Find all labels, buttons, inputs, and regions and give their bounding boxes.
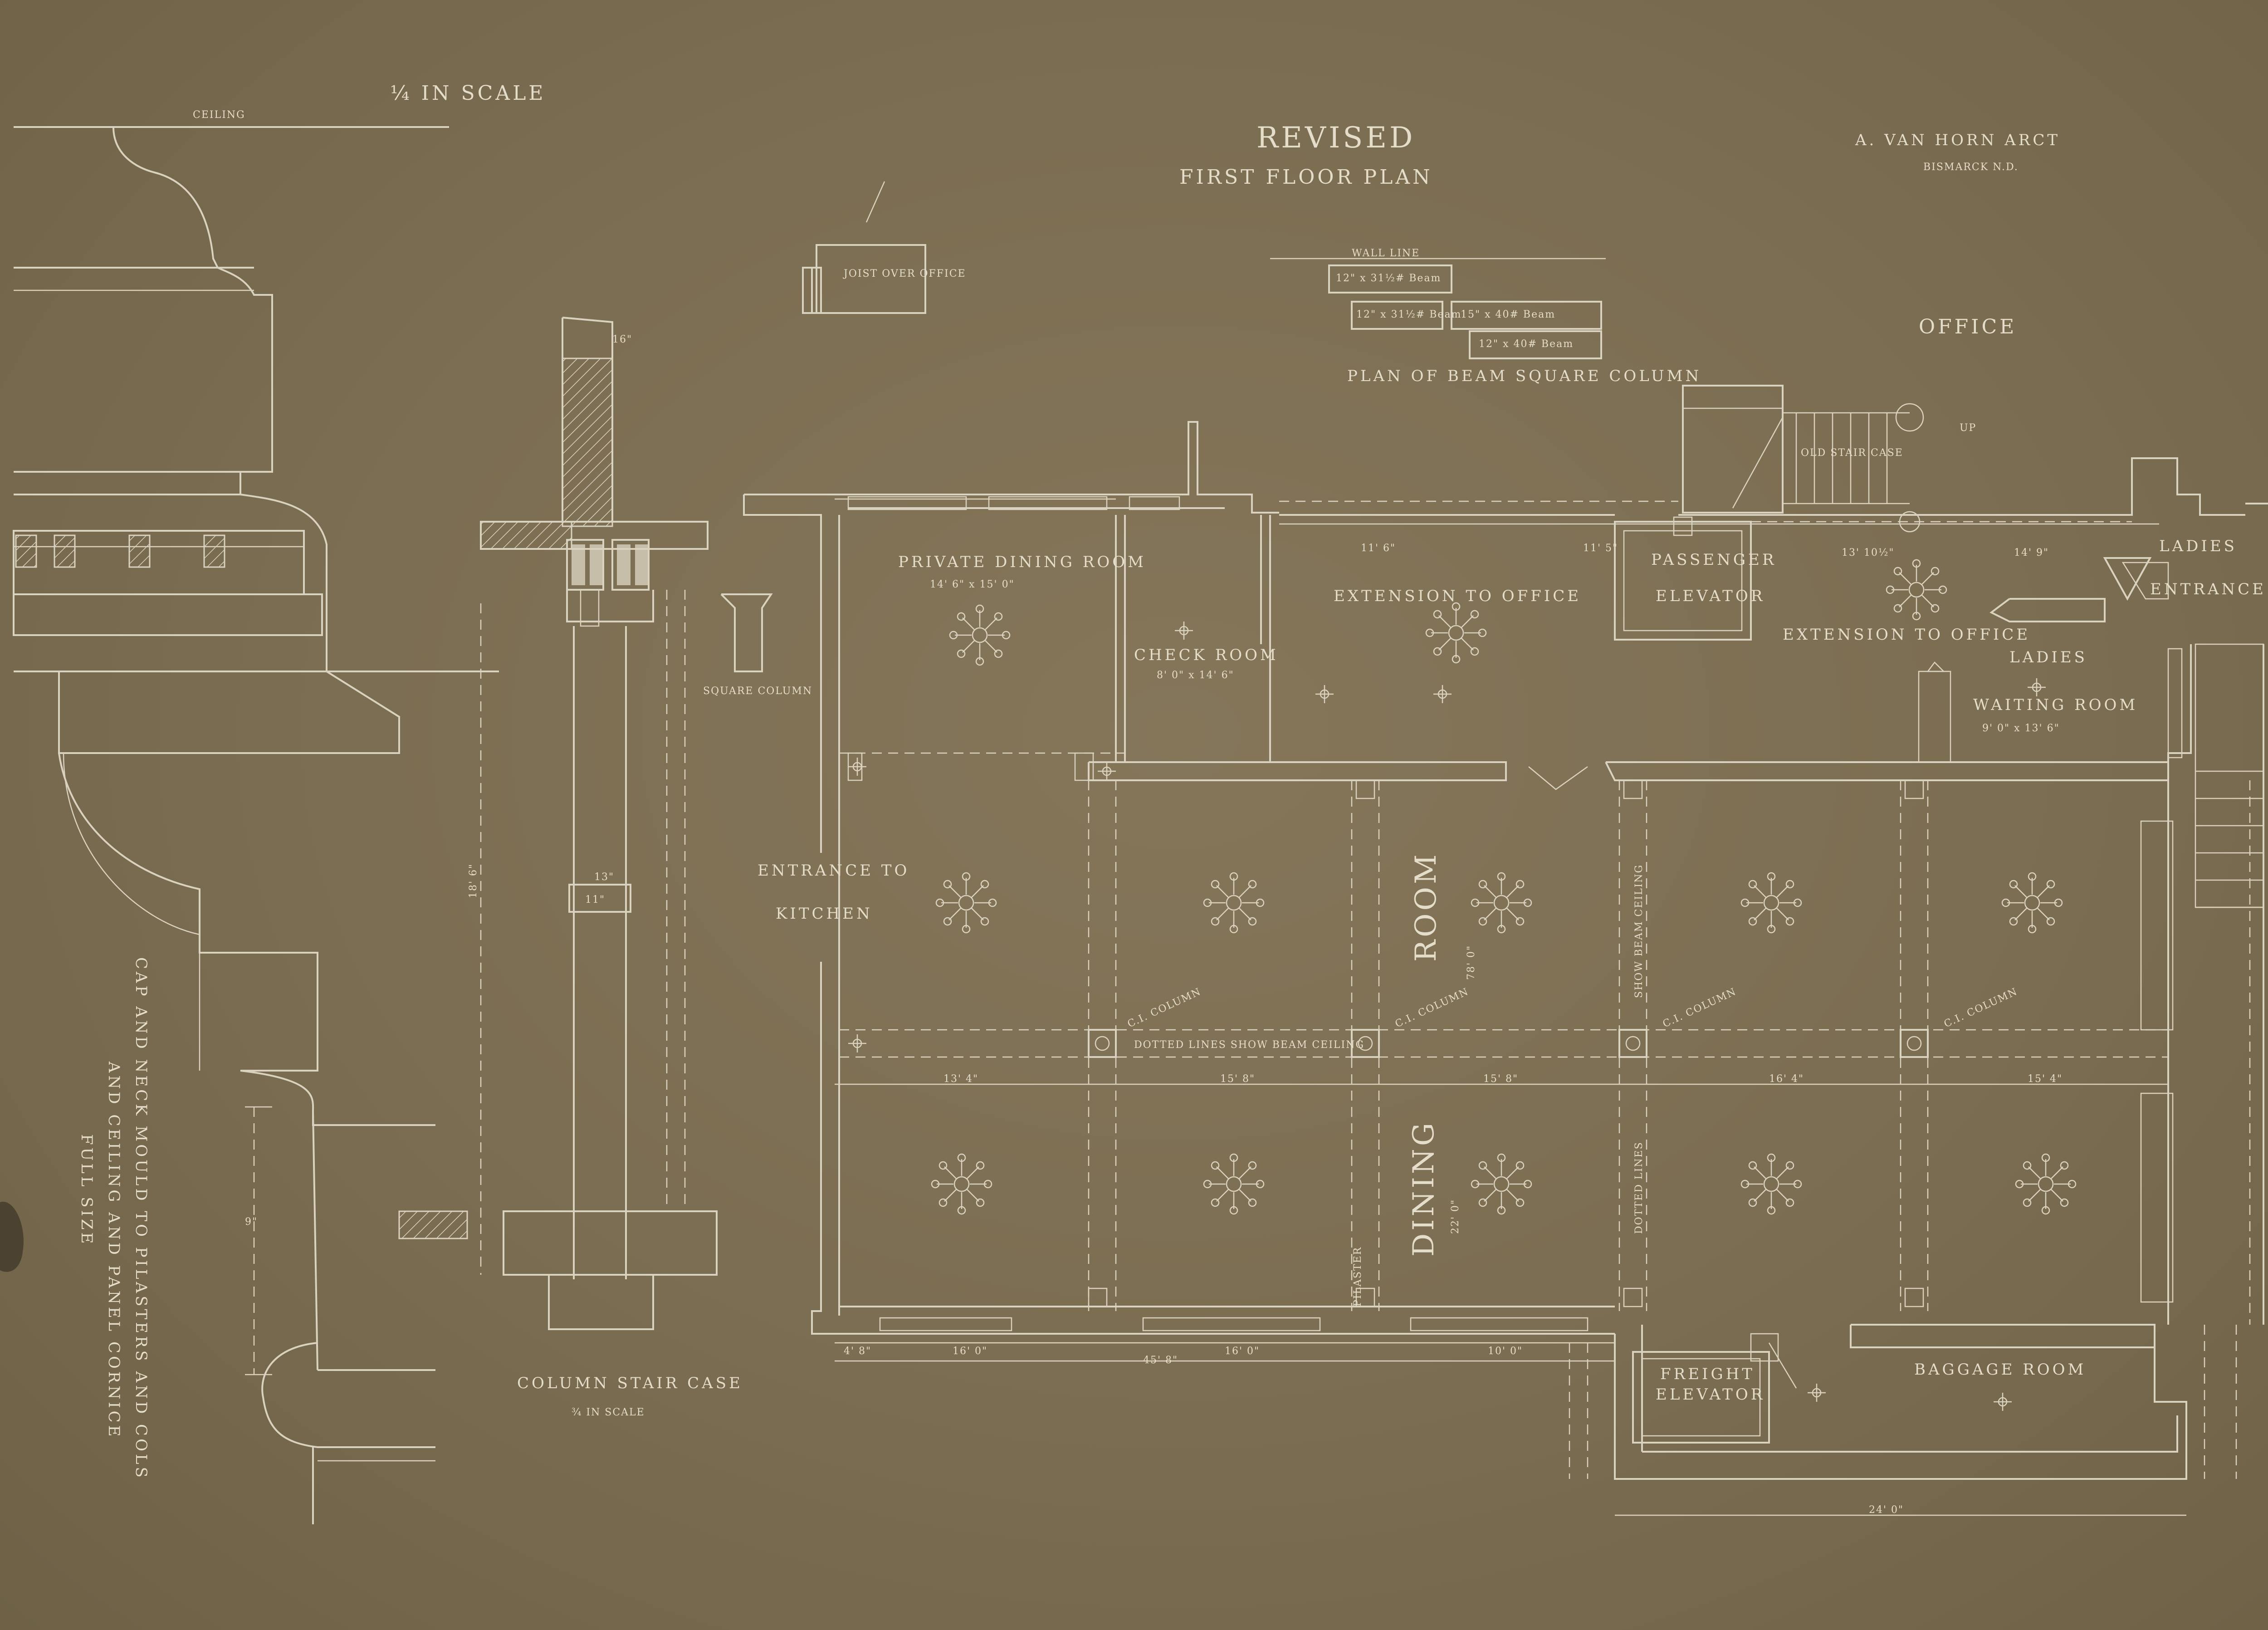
ceiling-label: CEILING [193, 109, 245, 121]
square-column-label: SQUARE COLUMN [703, 685, 812, 697]
dim-16: 16" [612, 334, 632, 345]
dim-column-note: 11" [585, 894, 605, 906]
beam-12x31b: 12" x 31½# Beam [1356, 309, 1461, 320]
ladies-waiting-dim: 9' 0" x 13' 6" [1982, 723, 2060, 734]
freight-elevator-label-1: FREIGHT [1660, 1365, 1755, 1383]
full-size-label: FULL SIZE [78, 1134, 96, 1246]
cornice-note-1: CAP AND NECK MOULD TO PILASTERS AND COLS [132, 957, 150, 1480]
up-label: UP [1960, 422, 1976, 434]
dining-dim-1: 22' 0" [1450, 1199, 1461, 1234]
freight-elevator-label-2: ELEVATOR [1656, 1385, 1765, 1404]
plan-of-beam: WALL LINE 12" x 31½# Beam 12" x 31½# Bea… [1270, 248, 1701, 385]
entrance-kitchen-label-1: ENTRANCE TO [758, 862, 909, 880]
three-quarter-scale-label: ¾ IN SCALE [572, 1407, 645, 1418]
dim-16-0: 16' 0" [953, 1346, 987, 1357]
extension-office-label-1: EXTENSION TO OFFICE [1334, 587, 1581, 605]
dining-dim-2: 78' 0" [1466, 945, 1477, 980]
joist-label-1: JOIST OVER OFFICE [843, 268, 966, 279]
dim-13-10: 13' 10½" [1842, 547, 1894, 558]
show-beam-ceiling-note: SHOW BEAM CEILING [1633, 864, 1645, 998]
check-room-label: CHECK ROOM [1134, 646, 1279, 664]
baggage-room-label: BAGGAGE ROOM [1914, 1361, 2086, 1379]
beam-12x31: 12" x 31½# Beam [1336, 273, 1441, 284]
ci-column-note-3: C.I. COLUMN [1661, 986, 1738, 1030]
dim-4-8: 4' 8" [844, 1346, 871, 1357]
joist-detail: JOIST OVER OFFICE [802, 181, 966, 314]
dim-13-4: 13' 4" [943, 1073, 978, 1085]
dotted-lines-beam-note: DOTTED LINES SHOW BEAM CEILING [1134, 1039, 1364, 1051]
room-label: ROOM [1409, 852, 1443, 962]
title-first-floor-plan: FIRST FLOOR PLAN [1179, 166, 1433, 189]
square-column-detail: SQUARE COLUMN [703, 593, 812, 697]
dim-15-4: 15' 4" [2028, 1073, 2063, 1085]
dotted-lines-note: DOTTED LINES [1633, 1141, 1645, 1234]
dim-10-0: 10' 0" [1488, 1346, 1523, 1357]
dim-11-6: 11' 6" [1361, 543, 1396, 554]
ladies-entrance-label-2: ENTRANCE [2150, 580, 2266, 598]
architect-name: A. VAN HORN ARCT [1855, 131, 2060, 149]
office-label: OFFICE [1919, 315, 2017, 338]
old-stair-case-label: OLD STAIR CASE [1801, 447, 1903, 459]
dim-15-8b: 15' 8" [1483, 1073, 1518, 1085]
ladies-entrance-label-1: LADIES [2159, 537, 2237, 555]
private-dining-label: PRIVATE DINING ROOM [898, 553, 1146, 571]
entrance-kitchen-label-2: KITCHEN [776, 905, 873, 923]
architect-location: BISMARCK N.D. [1923, 162, 2019, 173]
dim-16-4: 16' 4" [1769, 1073, 1804, 1085]
check-room-dim: 8' 0" x 14' 6" [1157, 670, 1234, 681]
cornice-note-2: AND CEILING AND PANEL CORNICE [105, 1061, 123, 1439]
dim-18-6: 18' 6" [468, 863, 479, 898]
column-stair-detail: 11" 16" 18' 6" 13" COLUMN STAIR CASE ¾ I… [398, 317, 743, 1418]
dim-15-8: 15' 8" [1220, 1073, 1255, 1085]
cornice-profile: 9" CEILING ¼ IN SCALE [13, 82, 546, 1524]
dim-11-5: 11' 5" [1583, 543, 1618, 554]
column-stair-case-label: COLUMN STAIR CASE [517, 1374, 743, 1392]
dining-label: DINING [1407, 1120, 1441, 1257]
title-revised: REVISED [1256, 121, 1415, 155]
ci-column-note-1: C.I. COLUMN [1126, 986, 1203, 1030]
floor-plan: OLD STAIR CASE UP [743, 385, 2268, 1516]
ci-column-note-2: C.I. COLUMN [1393, 986, 1471, 1030]
passenger-elevator-label-2: ELEVATOR [1656, 587, 1765, 605]
dim-9: 9" [245, 1216, 258, 1228]
pilaster-note: PILASTER [1352, 1247, 1364, 1307]
ladies-waiting-label-1: LADIES [2009, 648, 2087, 666]
dim-24-0: 24' 0" [1869, 1504, 1904, 1516]
ladies-waiting-label-2: WAITING ROOM [1973, 696, 2138, 714]
private-dining-dim: 14' 6" x 15' 0" [930, 579, 1015, 590]
quarter-scale-label: ¼ IN SCALE [390, 82, 546, 105]
beam-15x40: 15" x 40# Beam [1461, 309, 1555, 320]
ci-column-note-4: C.I. COLUMN [1942, 986, 2019, 1030]
plan-of-beam-label: PLAN OF BEAM SQUARE COLUMN [1347, 367, 1701, 385]
dim-14-9: 14' 9" [2014, 547, 2049, 558]
wall-line-label: WALL LINE [1352, 248, 1420, 259]
dim-13: 13" [594, 871, 614, 883]
passenger-elevator-label-1: PASSENGER [1651, 551, 1776, 569]
dim-16-0b: 16' 0" [1225, 1346, 1260, 1357]
extension-office-label-2: EXTENSION TO OFFICE [1783, 626, 2030, 644]
beam-12x40: 12" x 40# Beam [1479, 338, 1574, 350]
dim-45-8: 45' 8" [1143, 1355, 1178, 1366]
